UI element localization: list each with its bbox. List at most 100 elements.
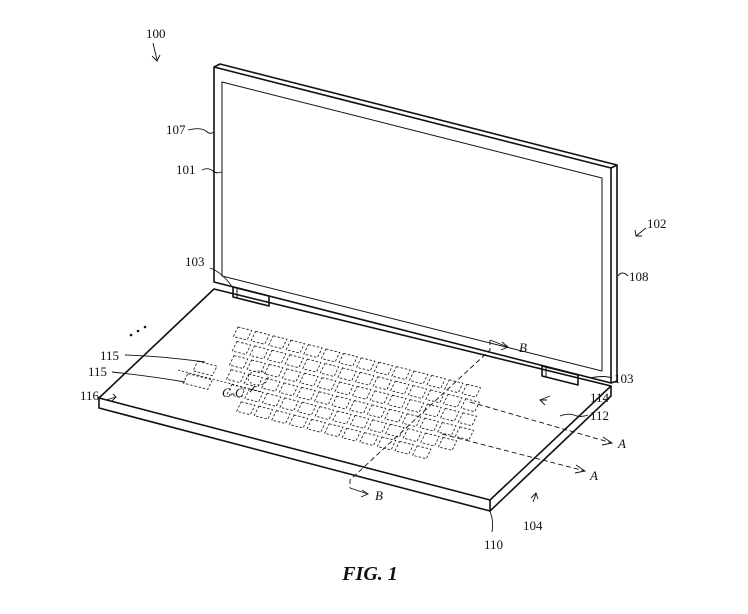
label-115-lower: 115 (88, 364, 107, 379)
keyboard-key (420, 432, 440, 447)
keyboard-key (261, 378, 281, 392)
keyboard-key (394, 440, 414, 455)
section-line-b (349, 339, 509, 498)
ellipsis-marks (129, 325, 147, 337)
keyboard-key (349, 414, 370, 429)
keyboard-key (437, 422, 457, 436)
keyboard-key (419, 417, 439, 432)
keyboard-key (359, 432, 379, 446)
label-110: 110 (484, 537, 503, 552)
section-line-a (441, 401, 614, 474)
keyboard-key (369, 390, 390, 405)
label-104: 104 (523, 518, 543, 533)
display-lid (213, 63, 618, 384)
keyboard-key (314, 406, 335, 421)
keyboard-key (278, 382, 299, 397)
base (98, 288, 612, 512)
keyboard-key (261, 392, 282, 407)
keyboard-key (425, 389, 445, 404)
keyboard-key (231, 341, 252, 355)
keyboard-key (225, 369, 246, 384)
label-101: 101 (176, 162, 196, 177)
keyboard-key (246, 359, 266, 374)
keyboard-key (354, 371, 375, 386)
keyboard-key (319, 363, 340, 377)
keyboard-key (228, 355, 249, 369)
keyboard-key (384, 408, 404, 423)
label-b-bottom: B (375, 488, 383, 503)
keyboard-key (288, 414, 309, 429)
label-c-c: C-C (222, 385, 244, 400)
keyboard-key (338, 352, 358, 367)
hinge-right (541, 365, 579, 386)
keyboard-key (349, 400, 369, 414)
keyboard-key (266, 349, 287, 364)
keyboard-key (422, 403, 442, 418)
keyboard-key (385, 423, 405, 438)
keyboard-key (402, 428, 423, 443)
keyboard-key (331, 395, 351, 410)
label-103-left: 103 (185, 254, 205, 269)
keyboard-key (407, 385, 428, 399)
section-labels: B B A A C-C (222, 340, 626, 503)
label-115-upper: 115 (100, 348, 119, 363)
keyboard-key (454, 426, 475, 441)
keyboard-key (404, 399, 425, 413)
keyboard-key (352, 385, 372, 400)
keyboard-key (373, 361, 394, 376)
section-line-c (177, 369, 269, 393)
keyboard-key (461, 383, 482, 398)
keyboard-key (460, 398, 480, 413)
keyboard-key (271, 410, 291, 424)
label-116: 116 (80, 388, 100, 403)
keyboard-key (303, 344, 323, 358)
keyboard-key (356, 357, 376, 372)
keyboard-key (408, 370, 429, 385)
keyboard-key (391, 366, 411, 380)
keyboard-key (437, 436, 458, 451)
keyboard-key (232, 326, 253, 341)
keyboard-key (367, 419, 387, 434)
keyboard-key (299, 372, 319, 387)
keyboard-key (426, 374, 446, 389)
keyboard-key (401, 413, 422, 428)
keyboard-key (366, 404, 387, 419)
keyboard-key (236, 401, 256, 416)
keyboard-key (444, 379, 464, 394)
keyboard-key (243, 373, 263, 388)
keyboard-key (334, 381, 354, 396)
keyboard-key (324, 423, 344, 438)
keyboard-key (264, 363, 284, 378)
keyboard-key (296, 386, 316, 401)
keyboard-key (412, 445, 432, 460)
keyboard-key (341, 427, 362, 442)
keyboard-key (297, 401, 317, 416)
keyboard-key-wide (182, 373, 213, 390)
keyboard-key (226, 384, 247, 399)
label-112: 112 (590, 408, 609, 423)
label-103-right: 103 (614, 371, 634, 386)
label-107: 107 (166, 122, 186, 137)
keyboard-key (313, 391, 334, 406)
keyboard-key (457, 412, 478, 427)
label-100: 100 (146, 26, 166, 41)
keyboard-key (285, 339, 306, 354)
keyboard-key (337, 367, 357, 382)
keyboard-key-region (182, 326, 482, 460)
label-b-top: B (519, 340, 527, 355)
keyboard-key (306, 418, 326, 433)
figure-caption: FIG. 1 (341, 563, 398, 585)
keyboard-key (332, 410, 352, 425)
keyboard-key (376, 436, 397, 451)
keyboard-key (279, 397, 299, 412)
reference-labels: 100 107 101 102 108 103 103 114 112 104 … (80, 26, 667, 552)
keyboard-key (250, 330, 270, 345)
keyboard-key (316, 377, 337, 391)
keyboard-key-wide (192, 360, 218, 377)
keyboard-key (249, 345, 269, 360)
hinge-left (232, 286, 270, 307)
keyboard-key (268, 335, 288, 350)
keyboard-key (281, 368, 302, 383)
keyboard-key (372, 376, 392, 391)
